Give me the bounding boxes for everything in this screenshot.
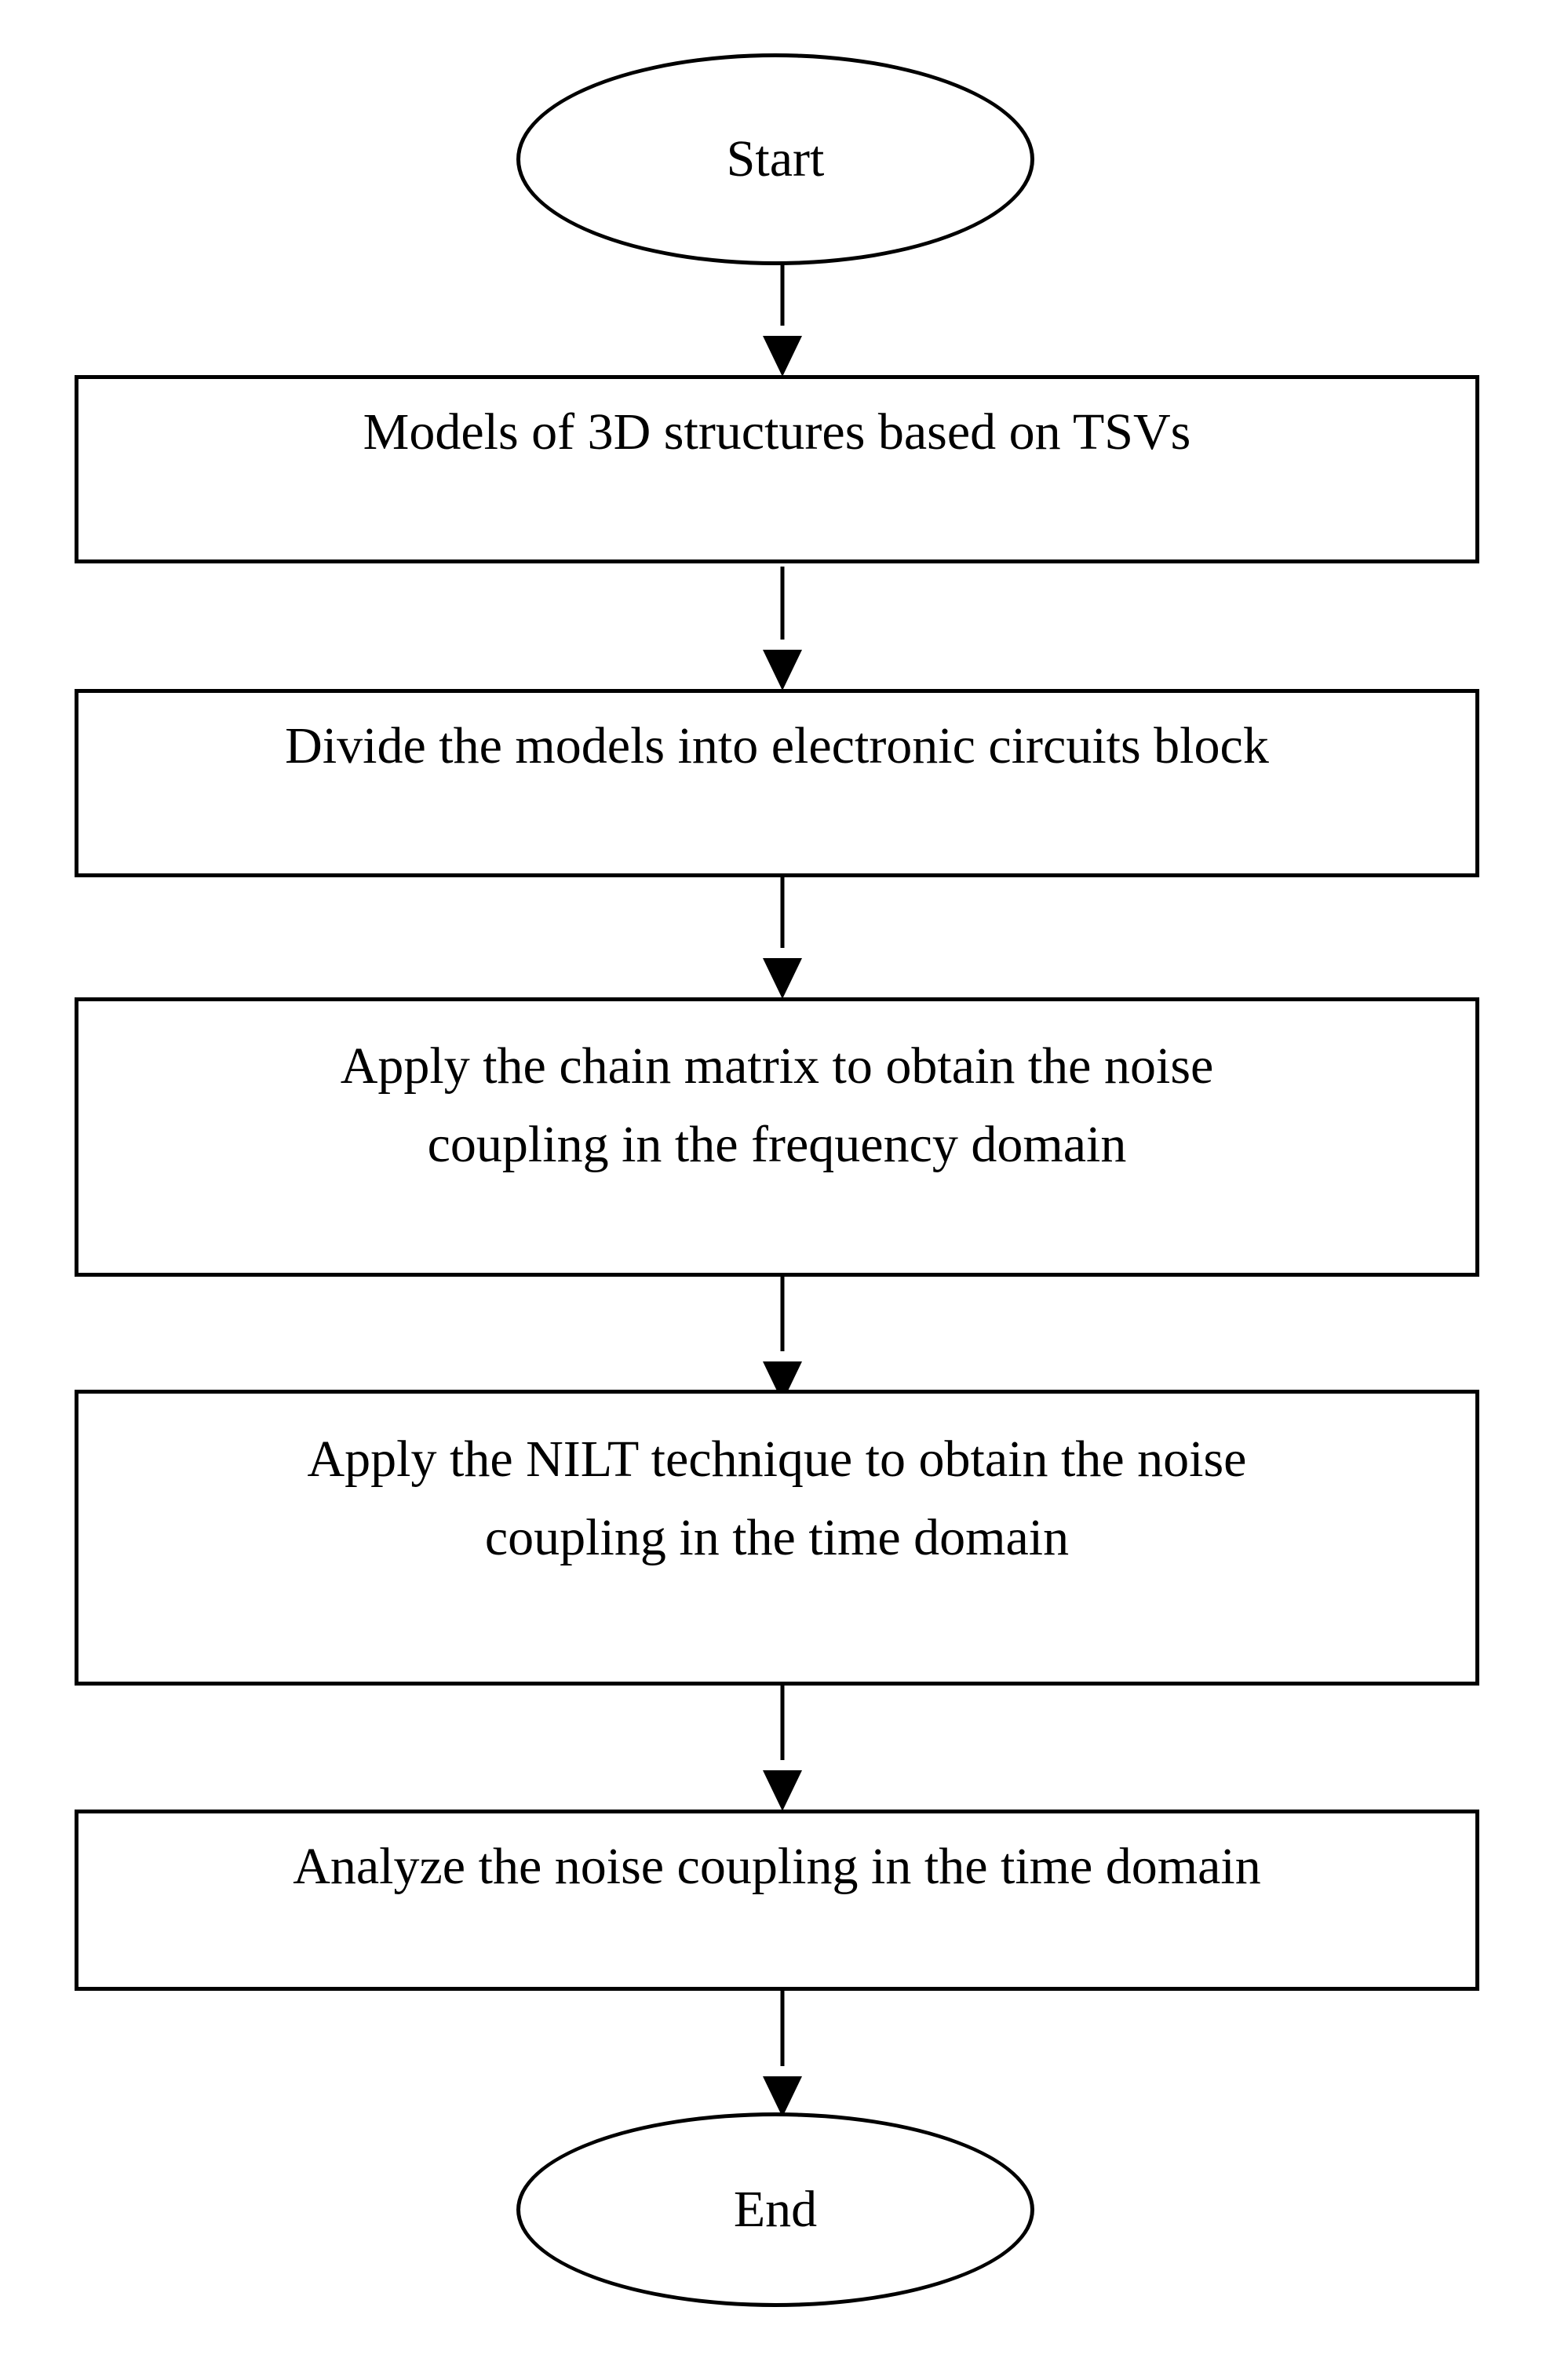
arrow-step-5-to-end <box>763 1991 802 2117</box>
arrow-step-3-to-step-4 <box>763 1277 802 1402</box>
step-apply-chain-matrix: Apply the chain matrix to obtain the noi… <box>75 997 1479 1277</box>
step-apply-nilt-technique: Apply the NILT technique to obtain the n… <box>75 1390 1479 1686</box>
start-label: Start <box>726 130 825 188</box>
start-terminal: Start <box>516 53 1034 265</box>
step-4-label: Apply the NILT technique to obtain the n… <box>307 1431 1247 1566</box>
arrow-step-2-to-step-3 <box>763 877 802 999</box>
step-1-label: Models of 3D structures based on TSVs <box>363 403 1191 461</box>
arrow-start-to-step-1 <box>763 261 802 377</box>
step-5-label: Analyze the noise coupling in the time d… <box>293 1838 1261 1895</box>
step-divide-models: Divide the models into electronic circui… <box>75 689 1479 877</box>
step-models-3d-structures: Models of 3D structures based on TSVs <box>75 375 1479 563</box>
end-label: End <box>733 2181 818 2238</box>
step-2-label: Divide the models into electronic circui… <box>285 717 1269 775</box>
step-analyze-noise-coupling: Analyze the noise coupling in the time d… <box>75 1810 1479 1991</box>
arrow-step-1-to-step-2 <box>763 567 802 691</box>
arrow-step-4-to-step-5 <box>763 1686 802 1811</box>
end-terminal: End <box>516 2112 1034 2307</box>
step-3-label: Apply the chain matrix to obtain the noi… <box>340 1037 1214 1173</box>
